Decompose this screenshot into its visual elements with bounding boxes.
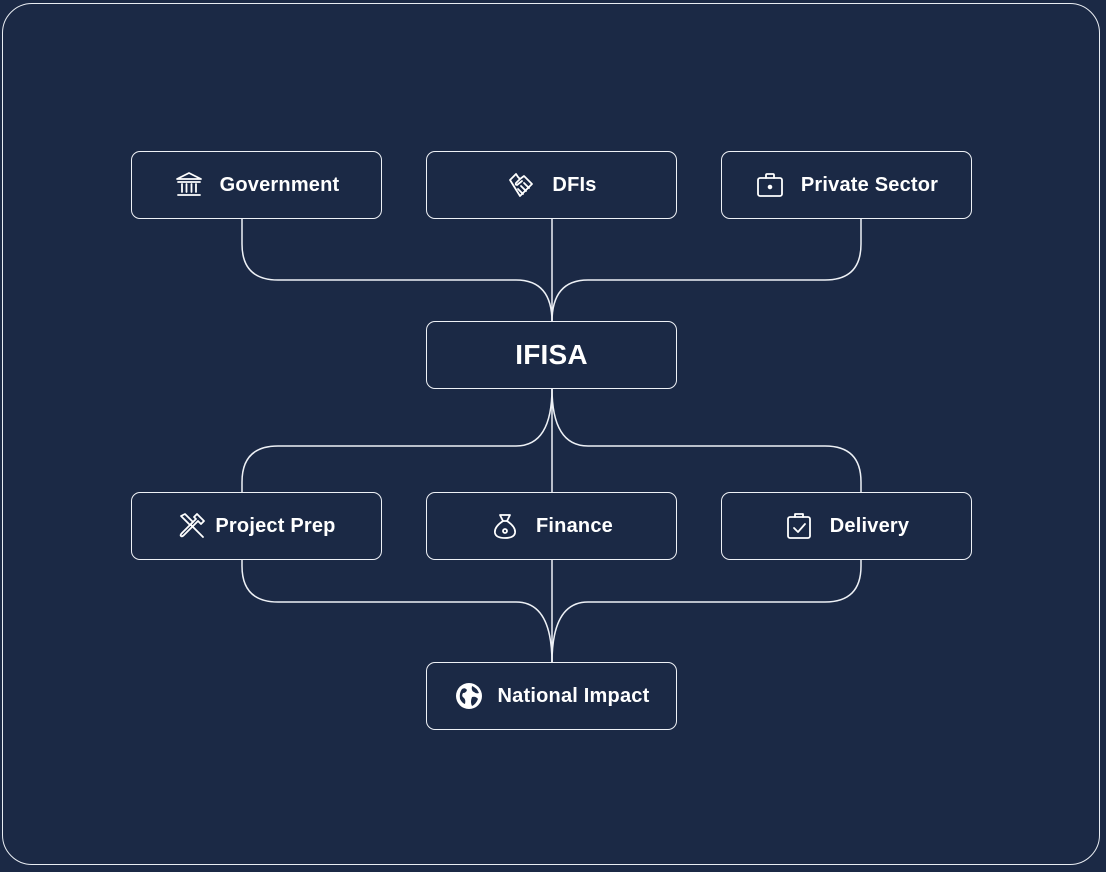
node-private-sector: Private Sector [721, 151, 972, 219]
connector-delivery-impact [551, 559, 862, 664]
node-label: Government [219, 173, 340, 196]
bank-icon [174, 170, 204, 200]
money-bag-icon [490, 511, 520, 541]
handshake-icon [506, 170, 536, 200]
node-delivery: Delivery [721, 492, 972, 560]
connector-ifisa-delivery [551, 387, 862, 492]
node-national-impact: National Impact [426, 662, 677, 730]
connector-ifisa-projectprep [241, 387, 553, 492]
node-label: IFISA [515, 339, 588, 370]
node-finance: Finance [426, 492, 677, 560]
node-label: DFIs [552, 173, 597, 196]
connector-projectprep-impact [241, 559, 553, 664]
briefcase-icon [755, 170, 785, 200]
node-government: Government [131, 151, 382, 219]
tools-icon [177, 511, 207, 541]
connector-private-ifisa [551, 218, 862, 323]
node-label: Finance [536, 514, 613, 537]
node-label: Delivery [829, 514, 910, 537]
node-ifisa: IFISA [426, 321, 677, 389]
connector-government-ifisa [241, 218, 553, 323]
node-label: Private Sector [800, 173, 939, 196]
clipboard-check-icon [784, 511, 814, 541]
node-label: National Impact [497, 684, 650, 707]
node-project-prep: Project Prep [131, 492, 382, 560]
globe-icon [454, 681, 484, 711]
node-dfis: DFIs [426, 151, 677, 219]
node-label: Project Prep [215, 514, 336, 537]
